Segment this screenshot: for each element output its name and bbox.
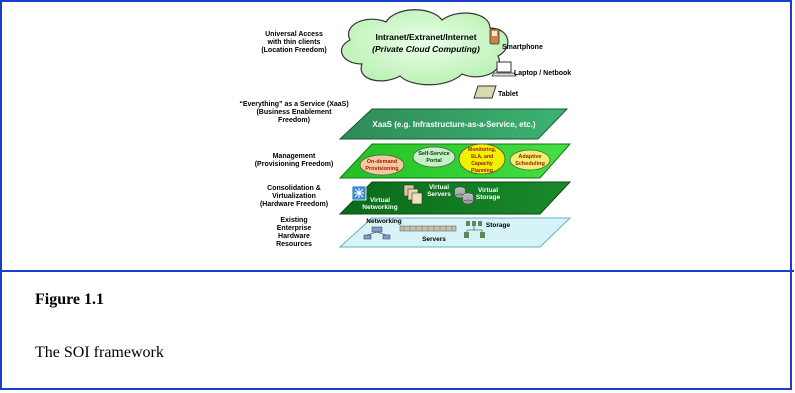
- left-label-xaas-1: “Everything” as a Service (XaaS): [239, 101, 348, 108]
- cloud-shape: [340, 9, 509, 86]
- caption-divider: [2, 270, 794, 272]
- smartphone-icon: [489, 28, 500, 45]
- left-label-access-3: (Location Freedom): [261, 47, 326, 54]
- bubble-adaptive-scheduling: Adaptive Scheduling: [509, 149, 551, 171]
- virtual-storage-label-1: Virtual: [478, 187, 498, 194]
- laptop-icon: [491, 61, 517, 77]
- virtual-storage-label-2: Storage: [476, 194, 501, 201]
- hardware-layer: Networking Servers: [338, 217, 572, 248]
- soi-framework-diagram: Intranet/Extranet/Internet (Private Clou…: [2, 2, 794, 270]
- svg-text:Adaptive: Adaptive: [518, 154, 541, 160]
- virtual-networking-label-2: Networking: [362, 204, 397, 211]
- svg-text:Planning: Planning: [471, 168, 493, 174]
- cloud-title: Intranet/Extranet/Internet: [375, 32, 476, 42]
- xaas-layer: XaaS (e.g. Infrastructure-as-a-Service, …: [338, 108, 569, 140]
- left-label-mgmt-1: Management: [273, 153, 316, 160]
- cloud-subtitle: (Private Cloud Computing): [372, 44, 480, 54]
- xaas-layer-label: XaaS (e.g. Infrastructure-as-a-Service, …: [372, 120, 536, 129]
- virtualization-layer: Virtual Networking Virtual Servers: [338, 181, 572, 215]
- bubble-monitoring-sla: Monitoring, SLA, and Capacity Planning: [458, 143, 506, 175]
- svg-text:Portal: Portal: [426, 158, 442, 164]
- left-label-mgmt-2: (Provisioning Freedom): [255, 161, 334, 168]
- hardware-storage-label: Storage: [486, 222, 511, 229]
- hardware-networking-label: Networking: [366, 218, 401, 225]
- device-label-tablet: Tablet: [498, 91, 519, 98]
- bubble-self-service-portal: Self-Service Portal: [412, 146, 456, 168]
- cloud: Intranet/Extranet/Internet (Private Clou…: [340, 9, 509, 86]
- svg-text:Scheduling: Scheduling: [515, 161, 545, 167]
- left-label-hw-4: Resources: [276, 241, 312, 248]
- left-label-hw-2: Enterprise: [277, 225, 312, 232]
- left-label-xaas-3: Freedom): [278, 117, 310, 124]
- virtual-servers-label-2: Servers: [427, 191, 451, 198]
- svg-text:Provisioning: Provisioning: [365, 166, 398, 172]
- device-label-smartphone: Smartphone: [502, 44, 543, 51]
- management-layer: On-demand Provisioning Self-Service Port…: [338, 143, 572, 179]
- figure-label: Figure 1.1: [35, 291, 105, 308]
- left-label-access-1: Universal Access: [265, 31, 323, 38]
- virtual-storage-icon: [454, 186, 474, 205]
- tablet-icon: [473, 85, 497, 99]
- figure-caption: The SOI framework: [35, 344, 164, 361]
- virtual-networking-label-1: Virtual: [370, 197, 390, 204]
- server-rack-icon: [399, 225, 457, 232]
- bubble-on-demand-provisioning: On-demand Provisioning: [359, 154, 405, 176]
- device-label-laptop: Laptop / Netbook: [514, 70, 571, 77]
- hardware-servers-label: Servers: [422, 236, 446, 243]
- left-label-virt-2: Virtualization: [272, 193, 316, 200]
- virtual-network-icon: [351, 185, 367, 201]
- svg-text:On-demand: On-demand: [367, 159, 398, 165]
- svg-text:SLA, and: SLA, and: [471, 154, 493, 160]
- left-label-xaas-2: (Business Enablement: [256, 109, 332, 116]
- left-label-hw-1: Existing: [280, 217, 307, 224]
- svg-text:Self-Service: Self-Service: [418, 151, 450, 157]
- left-label-virt-3: (Hardware Freedom): [260, 201, 328, 208]
- storage-array-icon: [464, 221, 485, 238]
- virtual-server-icon: [403, 184, 423, 205]
- left-label-hw-3: Hardware: [278, 233, 310, 240]
- svg-text:Monitoring,: Monitoring,: [468, 147, 497, 153]
- virtual-servers-label-1: Virtual: [429, 184, 449, 191]
- left-label-access-2: with thin clients: [267, 39, 321, 46]
- left-label-virt-1: Consolidation &: [267, 185, 321, 192]
- diagram-canvas: Intranet/Extranet/Internet (Private Clou…: [239, 9, 572, 248]
- svg-text:Capacity: Capacity: [471, 161, 493, 167]
- network-switch-icon: [363, 226, 391, 240]
